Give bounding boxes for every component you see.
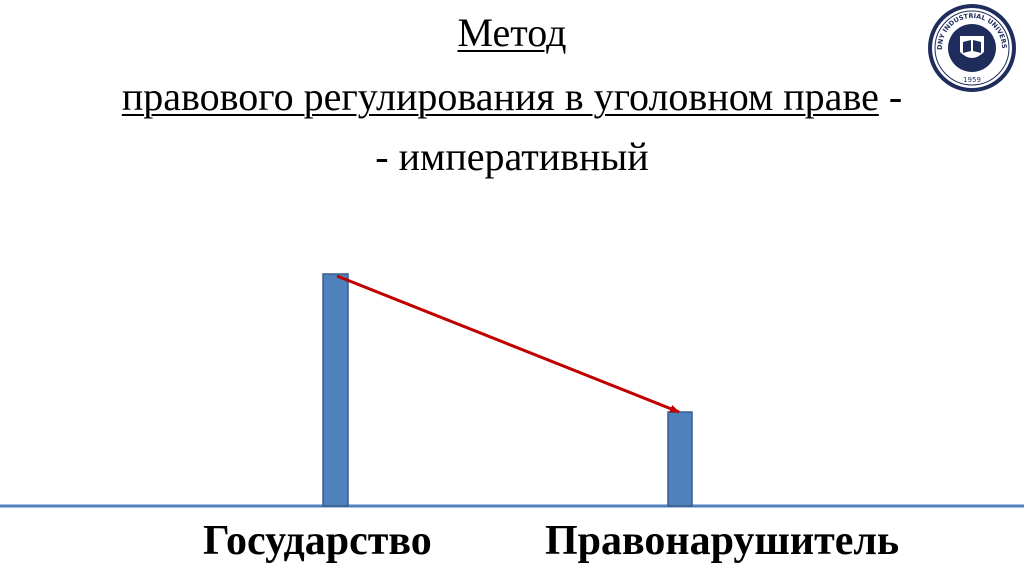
university-logo: RUDNY INDUSTRIAL UNIVERSITY 1959: [926, 2, 1016, 92]
logo-year: 1959: [963, 76, 981, 84]
state-label: Государство: [203, 518, 432, 564]
title-line-1: Метод: [457, 10, 567, 55]
title-line-3: - императивный: [375, 134, 649, 179]
state-bar: [322, 273, 349, 507]
title-line-2-underlined: правового регулирования в уголовном прав…: [121, 74, 879, 119]
title-line-2: правового регулирования в уголовном прав…: [0, 74, 1024, 120]
coercion-arrow: [336, 274, 680, 414]
title-line-2-dash: -: [878, 74, 903, 119]
offender-bar: [667, 411, 693, 507]
offender-label: Правонарушитель: [545, 518, 900, 564]
